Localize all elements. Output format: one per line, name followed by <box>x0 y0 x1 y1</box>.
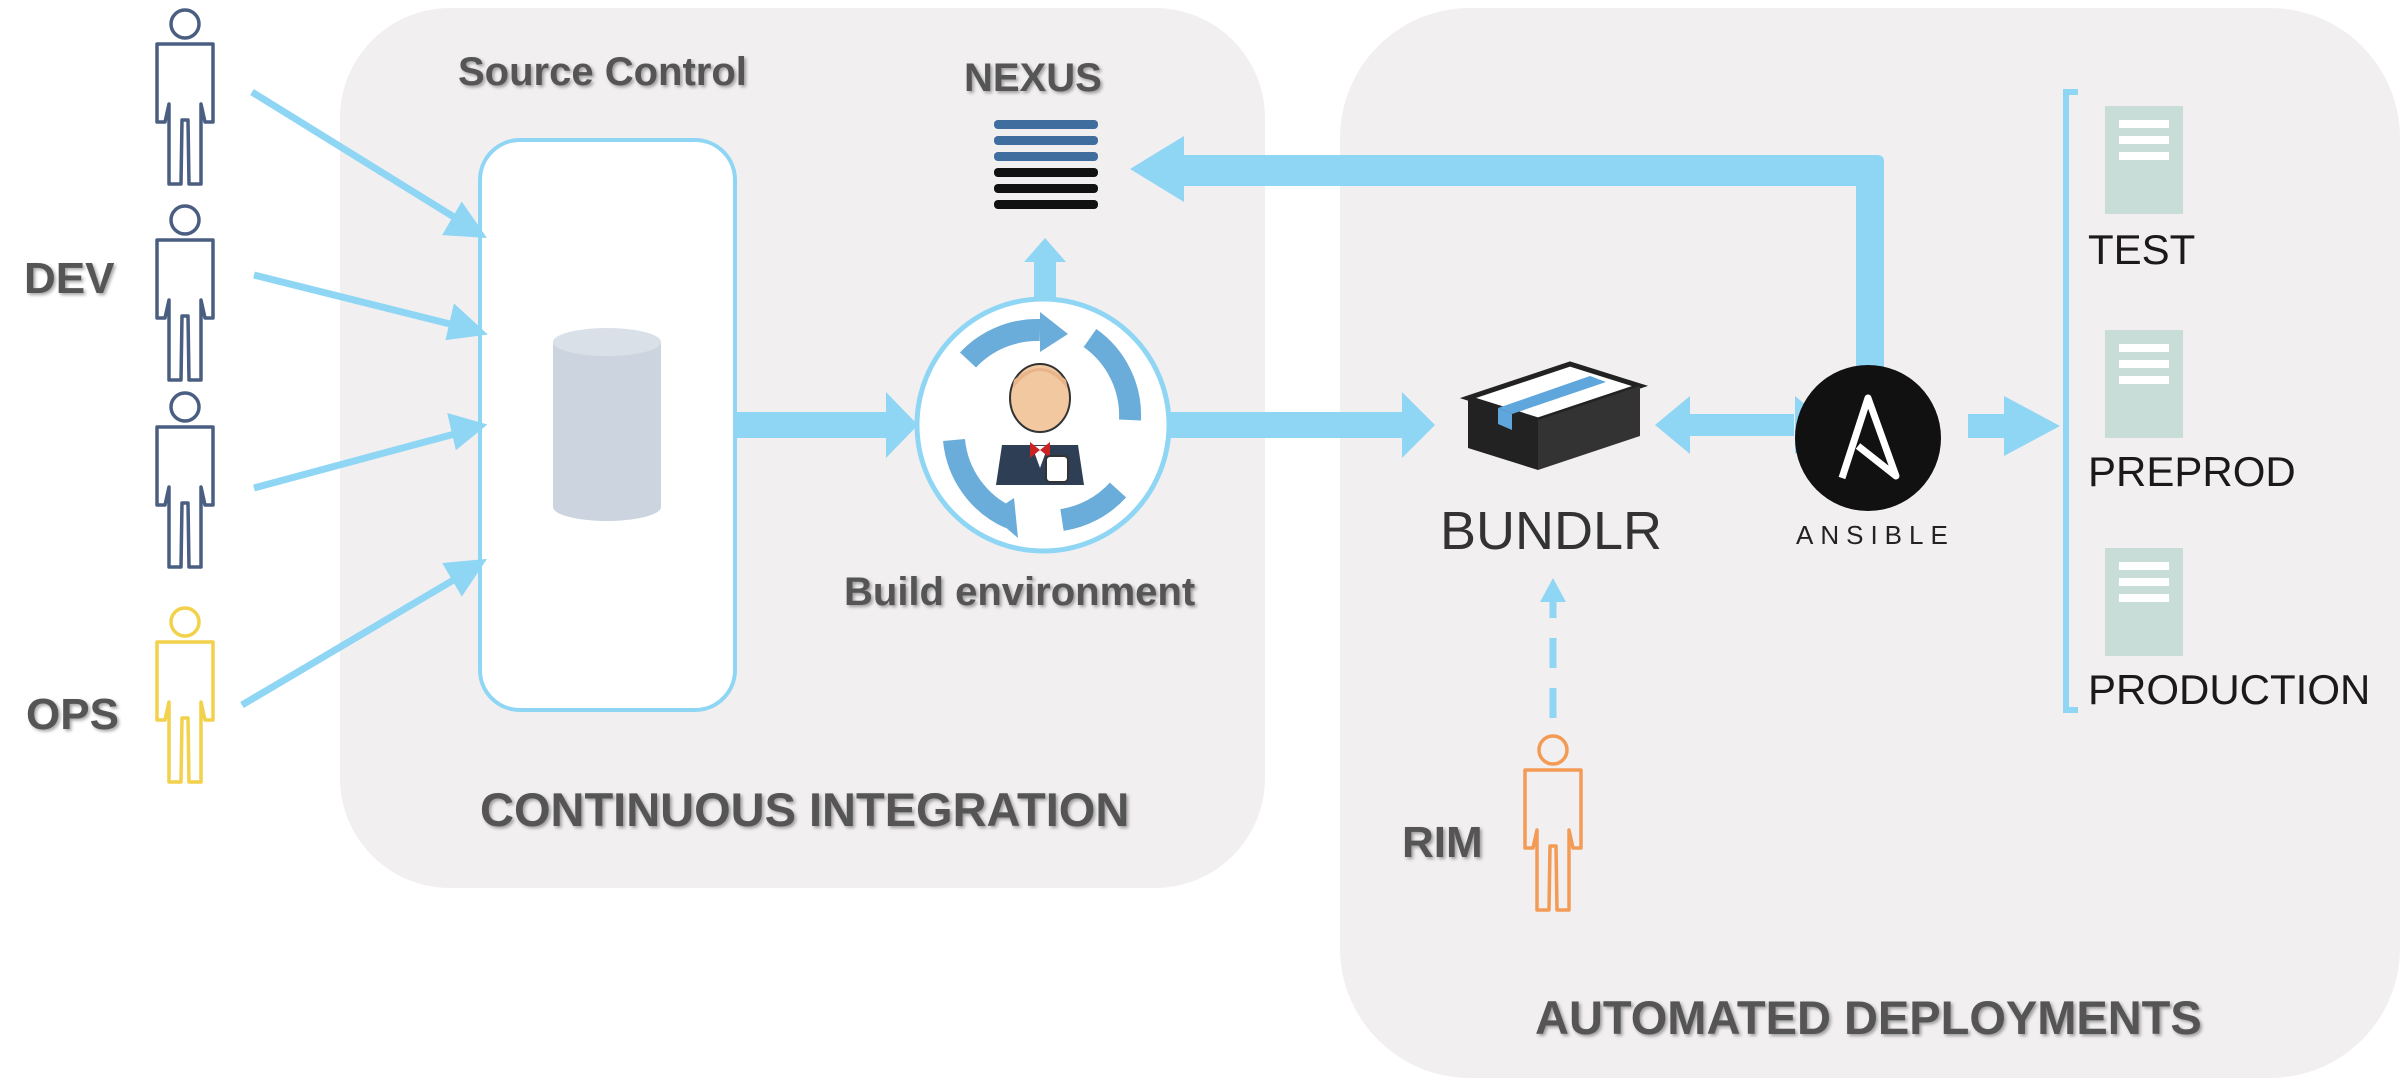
build-arrow <box>735 392 918 458</box>
bundle-arrow <box>1168 392 1435 458</box>
bundlr-box-icon <box>1459 361 1649 470</box>
source-control-label: Source Control <box>458 50 747 94</box>
preprod-server-icon <box>2105 330 2183 438</box>
bundlr-label: BUNDLR <box>1440 501 1663 561</box>
continuous-integration-title: CONTINUOUS INTEGRATION <box>480 783 1130 836</box>
deploy-panel <box>1340 8 2400 1078</box>
publish-arrow <box>1024 238 1066 300</box>
env-production-label: PRODUCTION <box>2088 666 2371 713</box>
ansible-label: ANSIBLE <box>1796 520 1955 550</box>
dev-person-icon-2 <box>155 204 215 382</box>
repository-cylinder-icon <box>553 328 661 521</box>
ops-label: OPS <box>26 690 119 739</box>
commit-arrows <box>240 89 488 709</box>
fetch-artifact-arrow <box>1130 136 1884 373</box>
dev-label: DEV <box>24 254 115 303</box>
build-environment-label: Build environment <box>844 570 1196 614</box>
environments-bracket <box>2063 89 2078 713</box>
ansible-logo <box>1795 365 1941 511</box>
ops-person-icon <box>155 606 215 784</box>
automated-deployments-title: AUTOMATED DEPLOYMENTS <box>1535 991 2202 1044</box>
test-server-icon <box>2105 106 2183 214</box>
production-server-icon <box>2105 548 2183 656</box>
jenkins-butler-icon <box>996 363 1084 485</box>
env-test-label: TEST <box>2088 226 2196 273</box>
dev-person-icon-1 <box>155 8 215 186</box>
jenkins-build-circle <box>914 296 1172 554</box>
nexus-label: NEXUS <box>964 56 1102 100</box>
rim-label: RIM <box>1402 818 1483 867</box>
dev-person-icon-3 <box>155 391 215 569</box>
env-preprod-label: PREPROD <box>2088 448 2296 495</box>
deploy-arrow <box>1968 396 2060 456</box>
nexus-repository-icon <box>994 120 1098 209</box>
rim-dashed-arrow <box>1540 578 1566 718</box>
